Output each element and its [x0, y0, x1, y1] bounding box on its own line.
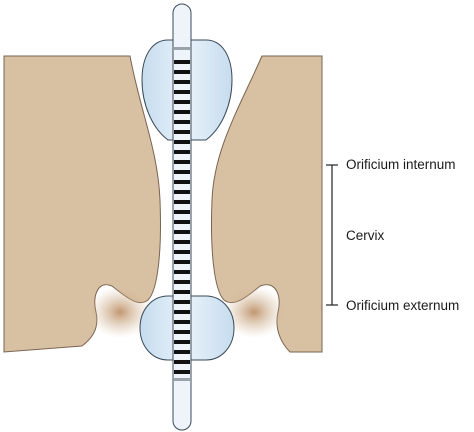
scale-mark-29 [174, 350, 190, 354]
scale-mark-top [174, 47, 190, 50]
catheter-shaft [172, 3, 192, 431]
label-orificium-internum: Orificium internum [346, 157, 456, 172]
scale-mark-3 [174, 90, 190, 94]
scale-mark-15 [174, 210, 190, 214]
scale-mark-10 [174, 160, 190, 164]
scale-mark-21 [174, 270, 190, 274]
left-fornix-shadow [88, 286, 152, 338]
scale-mark-6 [174, 120, 190, 124]
scale-mark-2 [174, 80, 190, 84]
scale-mark-31 [174, 370, 190, 374]
cervix-bracket [326, 164, 338, 306]
scale-mark-30 [174, 360, 190, 364]
scale-mark-1 [174, 70, 190, 74]
scale-mark-0 [174, 60, 190, 64]
scale-mark-bottom [174, 378, 190, 381]
scale-mark-18 [174, 240, 190, 244]
scale-mark-22 [174, 280, 190, 284]
scale-mark-23 [174, 290, 190, 294]
scale-mark-9 [174, 150, 190, 154]
scale-mark-26 [174, 320, 190, 324]
scale-mark-11 [174, 170, 190, 174]
scale-mark-13 [174, 190, 190, 194]
scale-mark-20 [174, 260, 190, 264]
label-cervix: Cervix [346, 228, 385, 243]
scale-mark-19 [174, 250, 190, 254]
scale-mark-7 [174, 130, 190, 134]
scale-mark-25 [174, 310, 190, 314]
scale-mark-27 [174, 330, 190, 334]
scale-mark-8 [174, 140, 190, 144]
right-fornix-shadow [222, 286, 286, 338]
label-orificium-externum: Orificium externum [346, 298, 459, 313]
catheter-scale [174, 47, 190, 381]
scale-mark-4 [174, 100, 190, 104]
scale-mark-28 [174, 340, 190, 344]
scale-mark-16 [174, 220, 190, 224]
scale-mark-14 [174, 200, 190, 204]
scale-mark-17 [174, 230, 190, 234]
scale-mark-12 [174, 180, 190, 184]
scale-mark-5 [174, 110, 190, 114]
scale-mark-24 [174, 300, 190, 304]
